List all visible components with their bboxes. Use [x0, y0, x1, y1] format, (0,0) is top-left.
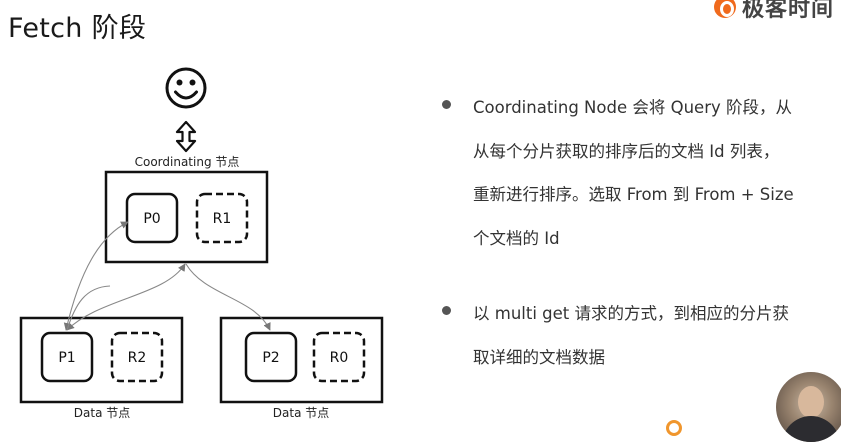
fetch-phase-diagram: Coordinating 节点 P0 R1 P1 R2 Data 节点 P2 R… [19, 67, 384, 420]
shard-r2 [110, 331, 164, 383]
presenter-video-thumbnail [776, 372, 841, 442]
arrow-coordinator-to-p1 [66, 263, 186, 331]
smiley-icon [165, 67, 207, 109]
shard-p1-label: P1 [58, 350, 75, 366]
geektime-logo-text: 极客时间 [742, 0, 835, 22]
arrow-p1-to-coordinator [66, 285, 111, 331]
shard-p0 [125, 192, 179, 244]
shard-p0-label: P0 [143, 211, 160, 227]
shard-r2-label: R2 [128, 350, 147, 366]
data-node-1-label: Data 节点 [74, 406, 130, 420]
presenter-shirt [782, 416, 840, 442]
bullet-1-line-4: 个文档的 Id [473, 228, 560, 248]
bullet-2-line-1: 以 multi get 请求的方式，到相应的分片获 [473, 304, 789, 323]
decoration-ring [666, 420, 682, 436]
double-arrow-icon [175, 120, 197, 153]
shard-r1-label: R1 [213, 211, 232, 227]
bullet-list: Coordinating Node 会将 Query 阶段，从 从每个分片获取的… [440, 86, 830, 379]
shard-p2 [244, 331, 298, 383]
presenter-head [798, 386, 824, 418]
bullet-1-line-1: Coordinating Node 会将 Query 阶段，从 [473, 98, 793, 117]
coordinating-node-label: Coordinating 节点 [135, 155, 240, 169]
shard-r0 [312, 331, 366, 383]
arrow-coordinator-to-p2 [185, 263, 271, 331]
geektime-logo: 极客时间 [714, 0, 834, 22]
bullet-1-line-3: 重新进行排序。选取 From 到 From + Size [473, 185, 794, 204]
shard-p1 [40, 331, 94, 383]
bullet-item-1: Coordinating Node 会将 Query 阶段，从 从每个分片获取的… [440, 86, 830, 260]
bullet-1-line-2: 从每个分片获取的排序后的文档 Id 列表， [473, 141, 780, 161]
slide-title: Fetch 阶段 [8, 13, 147, 44]
bullet-item-2: 以 multi get 请求的方式，到相应的分片获 取详细的文档数据 [440, 292, 830, 379]
shard-r1 [195, 192, 249, 244]
data-node-2-label: Data 节点 [273, 406, 329, 420]
bullet-2-line-2: 取详细的文档数据 [473, 347, 605, 367]
shard-p2-label: P2 [262, 350, 279, 366]
geektime-logo-icon [714, 0, 736, 18]
shard-r0-label: R0 [330, 350, 349, 366]
